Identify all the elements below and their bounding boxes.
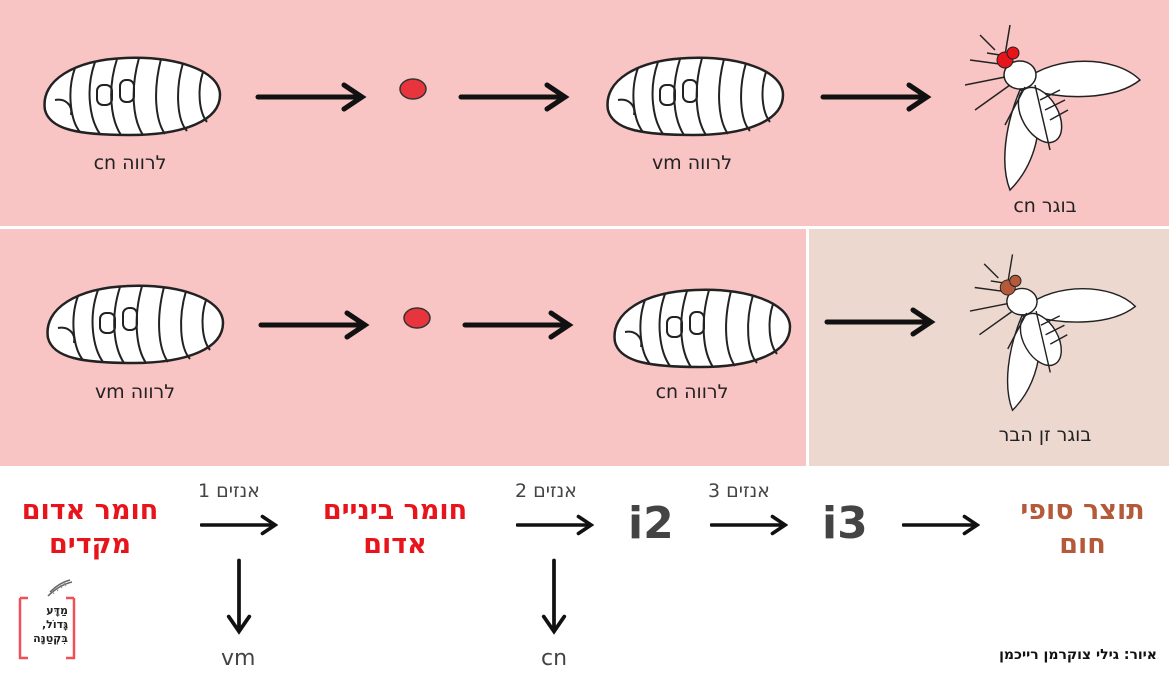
logo-text: מַדָּע גָּדוֹל, בִּקְטַנָּה (33, 604, 68, 645)
larva-icon (38, 278, 228, 368)
larva-icon (35, 50, 225, 140)
arrow-icon (258, 310, 370, 340)
larva-icon (598, 50, 788, 140)
arrow-icon (902, 512, 980, 538)
final-brown-product-label: תוצר סופי חום (1020, 495, 1145, 560)
logo: מַדָּע גָּדוֹל, בִּקְטַנָּה (16, 578, 78, 660)
arrow-icon (458, 82, 570, 112)
vm-block-label: vm (221, 646, 256, 671)
red-pigment-dot-icon (403, 307, 431, 329)
arrow-down-icon (225, 556, 253, 636)
arrow-icon (824, 307, 936, 337)
fly-brown-eyes-icon (965, 245, 1145, 415)
row2-adult-label: בוגר זן הבר (998, 424, 1092, 446)
fly-red-eyes-icon (965, 15, 1145, 195)
dna-logo-icon (18, 579, 76, 660)
arrow-icon (820, 82, 932, 112)
red-pigment-dot-icon (399, 78, 427, 100)
row2-larva1-label: לרווה vm (94, 381, 176, 403)
arrow-icon (710, 512, 788, 538)
arrow-icon (462, 310, 574, 340)
enzyme3-label: אנזים 3 (708, 480, 770, 502)
row1-adult-label: בוגר cn (1013, 195, 1077, 217)
row1-larva2-label: לרווה vm (651, 152, 733, 174)
row1-larva1-label: לרווה cn (93, 152, 167, 174)
illustration-credit: איור: גילי צוקרמן רייכמן (999, 647, 1157, 663)
arrow-down-icon (540, 556, 568, 636)
larva-icon (605, 282, 795, 372)
row2-larva2-label: לרווה cn (655, 381, 729, 403)
i3-label: i3 (822, 498, 868, 549)
i2-label: i2 (628, 498, 674, 549)
precursor-red-label: חומר אדום מקדים (21, 495, 159, 560)
arrow-icon (516, 512, 594, 538)
intermediate-red-label: חומר ביניים אדום (322, 495, 468, 560)
cn-block-label: cn (541, 646, 568, 671)
arrow-icon (200, 512, 278, 538)
enzyme1-label: אנזים 1 (198, 480, 260, 502)
arrow-icon (255, 82, 367, 112)
enzyme2-label: אנזים 2 (515, 480, 577, 502)
